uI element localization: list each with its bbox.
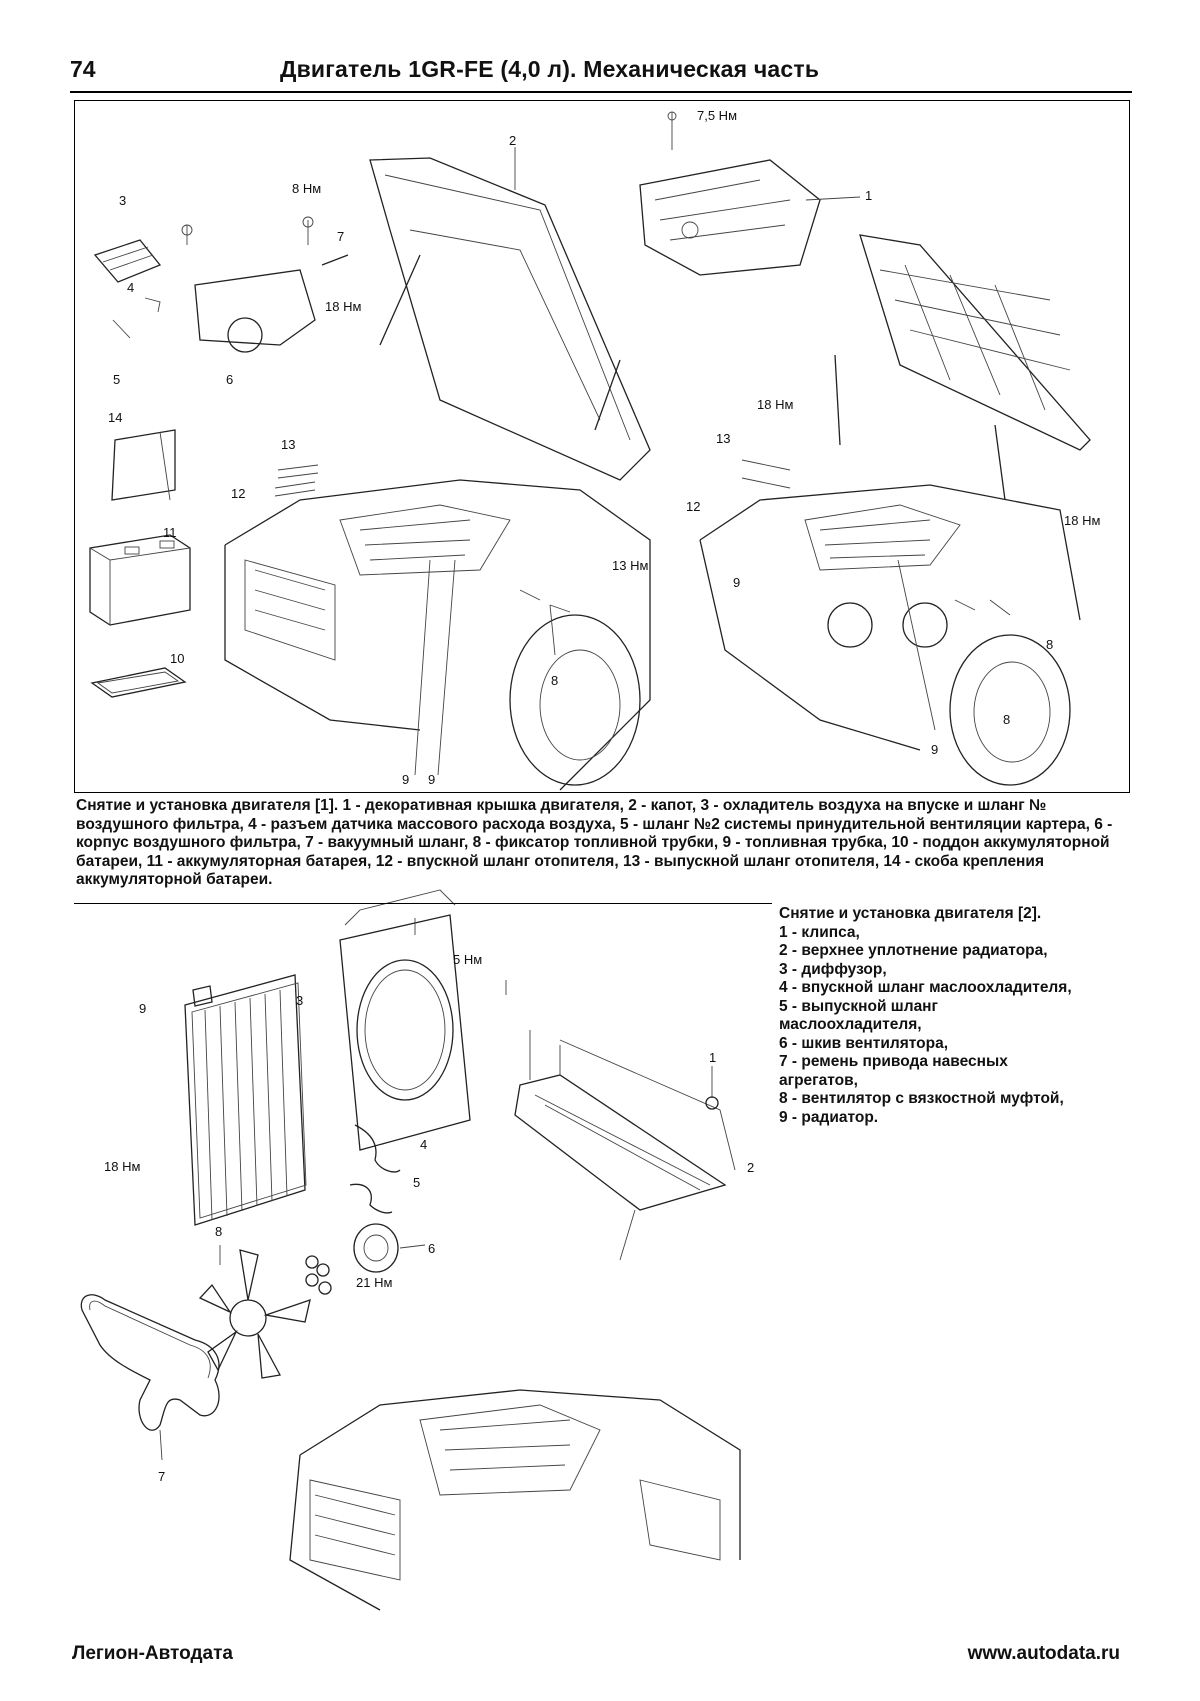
vehicle-right-drawing [699, 459, 1081, 786]
callout-13-left: 13 [281, 437, 295, 452]
callout-12-right: 12 [686, 499, 700, 514]
legend-item: 4 - впускной шланг маслоохладителя, [779, 979, 1072, 996]
torque2-5: 5 Нм [453, 952, 482, 967]
legend-item: 7 - ремень привода навесных агрегатов, [779, 1053, 1008, 1089]
callout-11: 11 [163, 525, 177, 540]
upper-seal-drawing [514, 1030, 736, 1261]
figure-1-caption: Снятие и установка двигателя [1]. 1 - де… [76, 797, 1113, 888]
torque-8: 8 Нм [292, 181, 321, 196]
callout-7: 7 [337, 229, 344, 244]
callout-8-left: 8 [551, 673, 558, 688]
callout-8-right-a: 8 [1046, 637, 1053, 652]
air-filter-parts-drawing [93, 216, 349, 353]
torque-7-5: 7,5 Нм [697, 108, 737, 123]
vehicle-lower-drawing [289, 1389, 741, 1611]
callout-9-d: 9 [931, 742, 938, 757]
hood-left-drawing [369, 147, 651, 481]
page-title: Двигатель 1GR-FE (4,0 л). Механическая ч… [280, 56, 820, 82]
figure-2-drawing [80, 889, 741, 1611]
callout-14: 14 [108, 410, 122, 425]
torque-18-far-right: 18 Нм [1064, 513, 1100, 528]
shroud-drawing [339, 889, 507, 1151]
torque2-18: 18 Нм [104, 1159, 140, 1174]
page-number: 74 [70, 56, 96, 82]
torque-18-right: 18 Нм [757, 397, 793, 412]
figure-2-caption: Снятие и установка двигателя [2]. 1 - кл… [779, 905, 1079, 1127]
callout-13-right: 13 [716, 431, 730, 446]
legend-item: 3 - диффузор, [779, 960, 887, 978]
clip-drawing [705, 1066, 719, 1110]
callout-4: 4 [127, 280, 134, 295]
callout-9-b: 9 [428, 772, 435, 787]
callout2-1: 1 [709, 1050, 716, 1065]
figure-1-callouts: 1 2 3 4 5 6 7 8 8 8 9 9 9 9 10 11 12 12 … [108, 108, 1100, 787]
legend-item: 9 - радиатор. [779, 1108, 879, 1126]
figure-2-separator [74, 903, 772, 904]
callout-12-left: 12 [231, 486, 245, 501]
fan-drawing [198, 1245, 311, 1379]
callout-9-c: 9 [733, 575, 740, 590]
figure-2-callouts: 1 2 3 4 5 6 7 8 9 5 Нм 18 Нм 21 Нм [104, 952, 754, 1484]
heater-hoses-left [274, 464, 319, 497]
legend-item: 6 - шкив вентилятора, [779, 1034, 949, 1052]
callout2-2: 2 [747, 1160, 754, 1175]
callout2-7: 7 [158, 1469, 165, 1484]
callout-6: 6 [226, 372, 233, 387]
callout-5: 5 [113, 372, 120, 387]
hood-right-drawing [834, 234, 1091, 501]
callout-2: 2 [509, 133, 516, 148]
callout2-4: 4 [420, 1137, 427, 1152]
callout2-5: 5 [413, 1175, 420, 1190]
callout-9-a: 9 [402, 772, 409, 787]
drive-belt-drawing [80, 1294, 220, 1461]
callout-1: 1 [865, 188, 872, 203]
vehicle-left-drawing [224, 479, 651, 791]
callout-8-right-b: 8 [1003, 712, 1010, 727]
torque-18-left: 18 Нм [325, 299, 361, 314]
legend-item: 5 - выпускной шланг маслоохладителя, [779, 997, 939, 1034]
callout2-8: 8 [215, 1224, 222, 1239]
oil-cooler-hoses-drawing [349, 1124, 401, 1214]
figure-2-caption-title: Снятие и установка двигателя [2]. [779, 905, 1042, 922]
callout2-9: 9 [139, 1001, 146, 1016]
legend-item: 1 - клипса, [779, 923, 860, 941]
callout2-6: 6 [428, 1241, 435, 1256]
legend-item: 2 - верхнее уплотнение радиатора, [779, 942, 1048, 959]
footer-url[interactable]: www.autodata.ru [967, 1643, 1120, 1664]
nuts-drawing [305, 1255, 332, 1295]
figure-1-drawing [89, 111, 1091, 791]
header-rule [70, 91, 1132, 93]
fan-pulley-drawing [353, 1223, 426, 1273]
legend-item: 8 - вентилятор с вязкостной муфтой, [779, 1090, 1064, 1107]
callout-10: 10 [170, 651, 184, 666]
torque-13: 13 Нм [612, 558, 648, 573]
figure-1-frame [74, 100, 1130, 793]
footer-publisher: Легион-Автодата [72, 1643, 233, 1664]
torque2-21: 21 Нм [356, 1275, 392, 1290]
engine-cover-drawing [639, 111, 861, 276]
callout2-3: 3 [296, 993, 303, 1008]
callout-3: 3 [119, 193, 126, 208]
battery-drawing [89, 429, 191, 698]
radiator-drawing [184, 974, 307, 1226]
